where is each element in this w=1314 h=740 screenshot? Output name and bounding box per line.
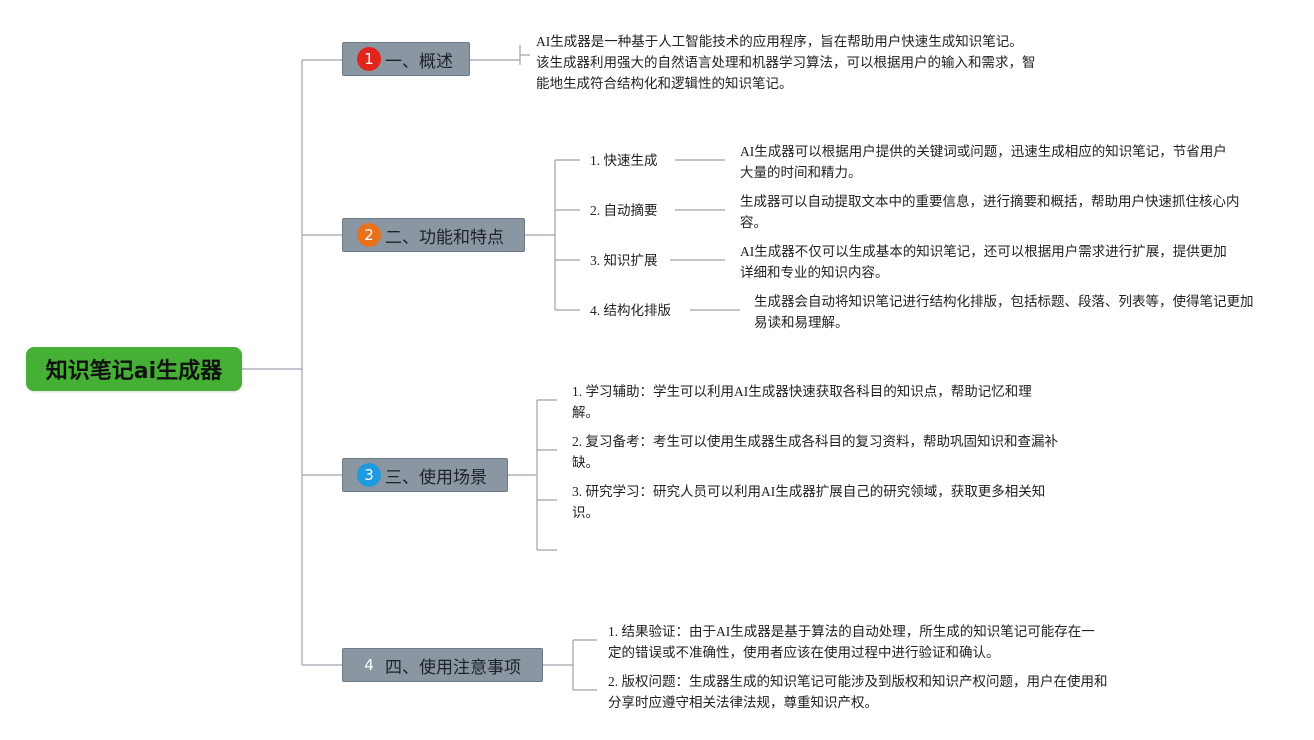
branch-label: 三、使用场景 <box>385 467 487 488</box>
branch-label: 二、功能和特点 <box>385 227 504 248</box>
branch-label: 四、使用注意事项 <box>385 657 521 678</box>
number-2-icon: 2 <box>357 223 381 247</box>
feature-item[interactable]: 4. 结构化排版 <box>590 303 671 318</box>
branch-use-cases[interactable]: 3 三、使用场景 <box>342 458 508 492</box>
use-case-item: 1. 学习辅助：学生可以利用AI生成器快速获取各科目的知识点，帮助记忆和理解。 <box>572 384 1032 420</box>
root-label: 知识笔记ai生成器 <box>45 359 223 384</box>
branch-precautions[interactable]: 4 四、使用注意事项 <box>342 648 543 682</box>
feature-description: 生成器会自动将知识笔记进行结构化排版，包括标题、段落、列表等，使得笔记更加易读和… <box>754 294 1254 330</box>
number-1-icon: 1 <box>357 47 381 71</box>
number-3-icon: 3 <box>357 463 381 487</box>
use-case-item: 3. 研究学习：研究人员可以利用AI生成器扩展自己的研究领域，获取更多相关知识。 <box>572 484 1046 520</box>
feature-item[interactable]: 1. 快速生成 <box>590 153 658 168</box>
overview-description: AI生成器是一种基于人工智能技术的应用程序，旨在帮助用户快速生成知识笔记。该生成… <box>536 34 1036 91</box>
feature-description: AI生成器不仅可以生成基本的知识笔记，还可以根据用户需求进行扩展，提供更加详细和… <box>740 244 1227 280</box>
branch-label: 一、概述 <box>385 51 453 72</box>
feature-description: AI生成器可以根据用户提供的关键词或问题，迅速生成相应的知识笔记，节省用户大量的… <box>740 144 1227 180</box>
root-node[interactable]: 知识笔记ai生成器 <box>26 347 242 391</box>
feature-item[interactable]: 3. 知识扩展 <box>590 253 658 268</box>
feature-item[interactable]: 2. 自动摘要 <box>590 203 658 218</box>
feature-description: 生成器可以自动提取文本中的重要信息，进行摘要和概括，帮助用户快速抓住核心内容。 <box>740 194 1240 230</box>
precaution-item: 2. 版权问题：生成器生成的知识笔记可能涉及到版权和知识产权问题，用户在使用和分… <box>608 674 1108 710</box>
precaution-item: 1. 结果验证：由于AI生成器是基于算法的自动处理，所生成的知识笔记可能存在一定… <box>608 624 1095 660</box>
branch-overview[interactable]: 1 一、概述 <box>342 42 470 76</box>
use-case-item: 2. 复习备考：考生可以使用生成器生成各科目的复习资料，帮助巩固知识和查漏补缺。 <box>572 434 1058 470</box>
number-4-icon: 4 <box>357 653 381 677</box>
branch-features[interactable]: 2 二、功能和特点 <box>342 218 525 252</box>
